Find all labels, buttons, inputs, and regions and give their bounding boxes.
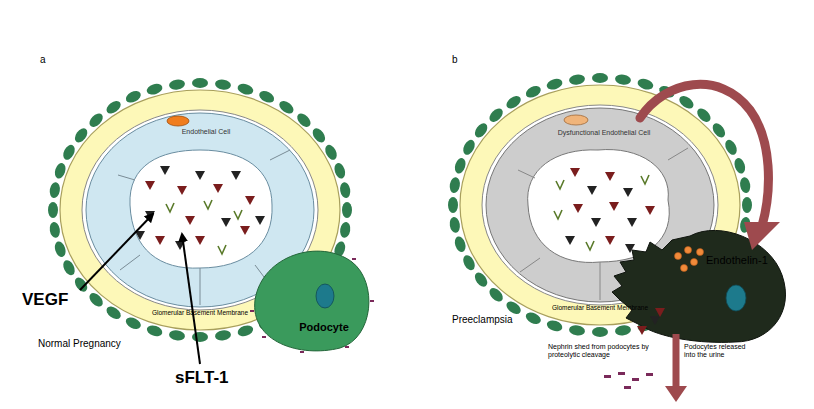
podocyte-nucleus: [316, 284, 334, 308]
sflt1-symbol: [145, 211, 155, 220]
vegf-symbol: [641, 175, 649, 184]
sflt1-symbol: [145, 181, 155, 190]
foot-process: [568, 324, 585, 336]
foot-process: [339, 181, 351, 198]
pointer-arrow: [80, 214, 153, 290]
vegf-symbol: [234, 210, 242, 219]
shed-nephrin: [604, 372, 653, 389]
foot-process: [168, 329, 185, 341]
capillary-lumen: [528, 150, 670, 263]
node-text: Dysfunctional Endothelial Cell: [558, 129, 651, 137]
foot-process: [192, 332, 208, 342]
vegf-symbol: [204, 200, 212, 209]
foot-process: [739, 176, 751, 193]
curved-arrow-head: [744, 222, 780, 250]
sflt1-symbol: [605, 236, 615, 245]
nephrin-marks: [250, 258, 374, 353]
curved-arrow: [640, 84, 768, 226]
sflt1-symbol: [591, 218, 601, 227]
vegf-symbol: [586, 241, 594, 250]
endothelial-nucleus: [564, 115, 588, 125]
note-text: Nephrin shed from podocytes by proteolyt…: [548, 343, 670, 360]
sflt1-symbol: [185, 216, 195, 225]
sflt1-symbol: [645, 206, 655, 215]
sflt1-symbol: [245, 196, 255, 205]
sflt1-symbol: [221, 218, 231, 227]
sflt1-symbol: [570, 168, 580, 177]
endothelial-nucleus: [167, 116, 189, 126]
foot-process: [339, 221, 351, 238]
panel-letter: a: [40, 54, 46, 66]
sflt1-symbol: [650, 316, 660, 325]
condition-label: Normal Pregnancy: [38, 338, 121, 350]
condition-label: Preeclampsia: [452, 314, 513, 326]
sflt1-symbol: [609, 202, 619, 211]
molecule-label: sFLT-1: [175, 368, 229, 388]
foot-process: [49, 221, 61, 238]
membrane-label: Glomerular Basement Membrane: [552, 304, 648, 312]
sflt1-symbol: [255, 216, 265, 225]
capillary-lumen: [130, 150, 272, 268]
sflt1-symbol: [213, 184, 223, 193]
membrane-label: Glomerular Basement Membrane: [152, 309, 248, 317]
sflt1-symbol: [160, 166, 170, 175]
cell-label-box: Endothelial Cell: [180, 127, 233, 137]
node-text: Endothelial Cell: [182, 128, 231, 136]
foot-process: [192, 78, 208, 88]
urine-arrow-head: [665, 386, 687, 402]
podocyte-body: [255, 251, 369, 351]
sflt1-symbol: [195, 171, 205, 180]
foot-process: [592, 73, 608, 83]
foot-process: [214, 329, 231, 341]
sflt1-symbol: [565, 236, 575, 245]
foot-process: [48, 202, 58, 218]
foot-process: [742, 197, 752, 213]
foot-process: [592, 327, 608, 337]
sflt1-symbol: [625, 244, 635, 253]
molecule-label: Endothelin-1: [706, 254, 768, 267]
vegf-symbol: [166, 203, 174, 212]
note-text: Podocytes released into the urine: [684, 343, 756, 360]
podocyte-nucleus: [726, 285, 746, 311]
endothelin-dots: [675, 247, 704, 272]
sflt1-symbol: [627, 218, 637, 227]
urine-arrow: [673, 334, 680, 388]
molecule-label: VEGF: [22, 290, 68, 310]
vegf-symbol: [218, 245, 226, 254]
sflt1-symbol: [195, 236, 205, 245]
vegf-symbol: [554, 210, 562, 219]
sflt1-symbol: [655, 308, 665, 317]
pointer-arrow: [182, 234, 200, 364]
podocyte-body: [612, 230, 785, 342]
foot-process: [614, 73, 631, 85]
sflt1-symbol: [231, 171, 241, 180]
foot-process: [449, 216, 461, 233]
foot-process: [449, 176, 461, 193]
foot-process: [448, 197, 458, 213]
foot-process: [614, 324, 631, 336]
foot-process: [168, 78, 185, 90]
vegf-sflt1-molecules: [135, 166, 265, 254]
sflt1-symbol: [623, 188, 633, 197]
foot-process: [49, 181, 61, 198]
cell-label-box: Dysfunctional Endothelial Cell: [556, 128, 653, 138]
sflt1-symbol: [605, 172, 615, 181]
sflt1-symbol: [573, 204, 583, 213]
sflt1-symbol: [240, 226, 250, 235]
panel-letter: b: [452, 54, 458, 66]
foot-process: [568, 73, 585, 85]
sflt1-symbol: [177, 186, 187, 195]
sflt1-symbol: [587, 186, 597, 195]
podocyte-label-box: Podocyte: [297, 320, 351, 335]
sflt1-symbol: [637, 326, 647, 335]
sflt1-symbol: [155, 236, 165, 245]
vegf-symbol: [556, 180, 564, 189]
foot-process: [342, 202, 352, 218]
node-text: Podocyte: [299, 321, 349, 334]
foot-process: [214, 78, 231, 90]
